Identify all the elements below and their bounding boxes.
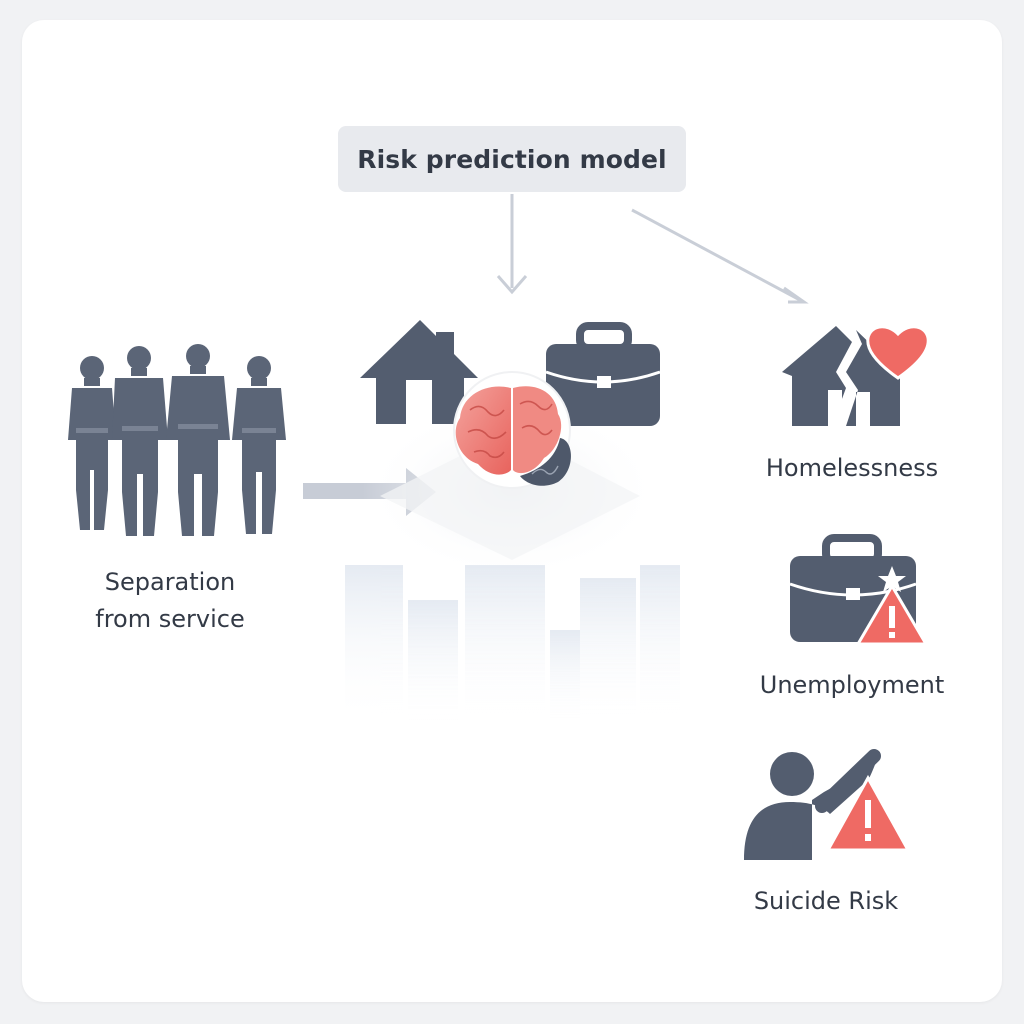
arrow-diagonal	[631, 208, 809, 304]
separation-label-line1: Separation	[104, 568, 236, 596]
brain-icon	[453, 371, 571, 489]
suicide-risk-label: Suicide Risk	[753, 887, 899, 915]
person-warning-icon	[744, 749, 911, 860]
briefcase-icon	[545, 322, 661, 426]
homelessness-label: Homelessness	[765, 454, 939, 482]
risk-model-title: Risk prediction model	[357, 144, 667, 174]
broken-house-heart-icon	[782, 325, 930, 426]
risk-model-box: Risk prediction model	[338, 126, 686, 192]
center-glow	[362, 400, 662, 580]
separation-label: Separation from service	[60, 564, 280, 638]
separation-label-line2: from service	[95, 605, 245, 633]
arrow-down	[496, 194, 528, 295]
briefcase-warning-icon	[789, 534, 929, 646]
soldiers-group-icon	[68, 344, 286, 536]
city-skyline-icon	[345, 565, 680, 725]
house-icon	[360, 320, 478, 424]
unemployment-label: Unemployment	[759, 671, 945, 699]
